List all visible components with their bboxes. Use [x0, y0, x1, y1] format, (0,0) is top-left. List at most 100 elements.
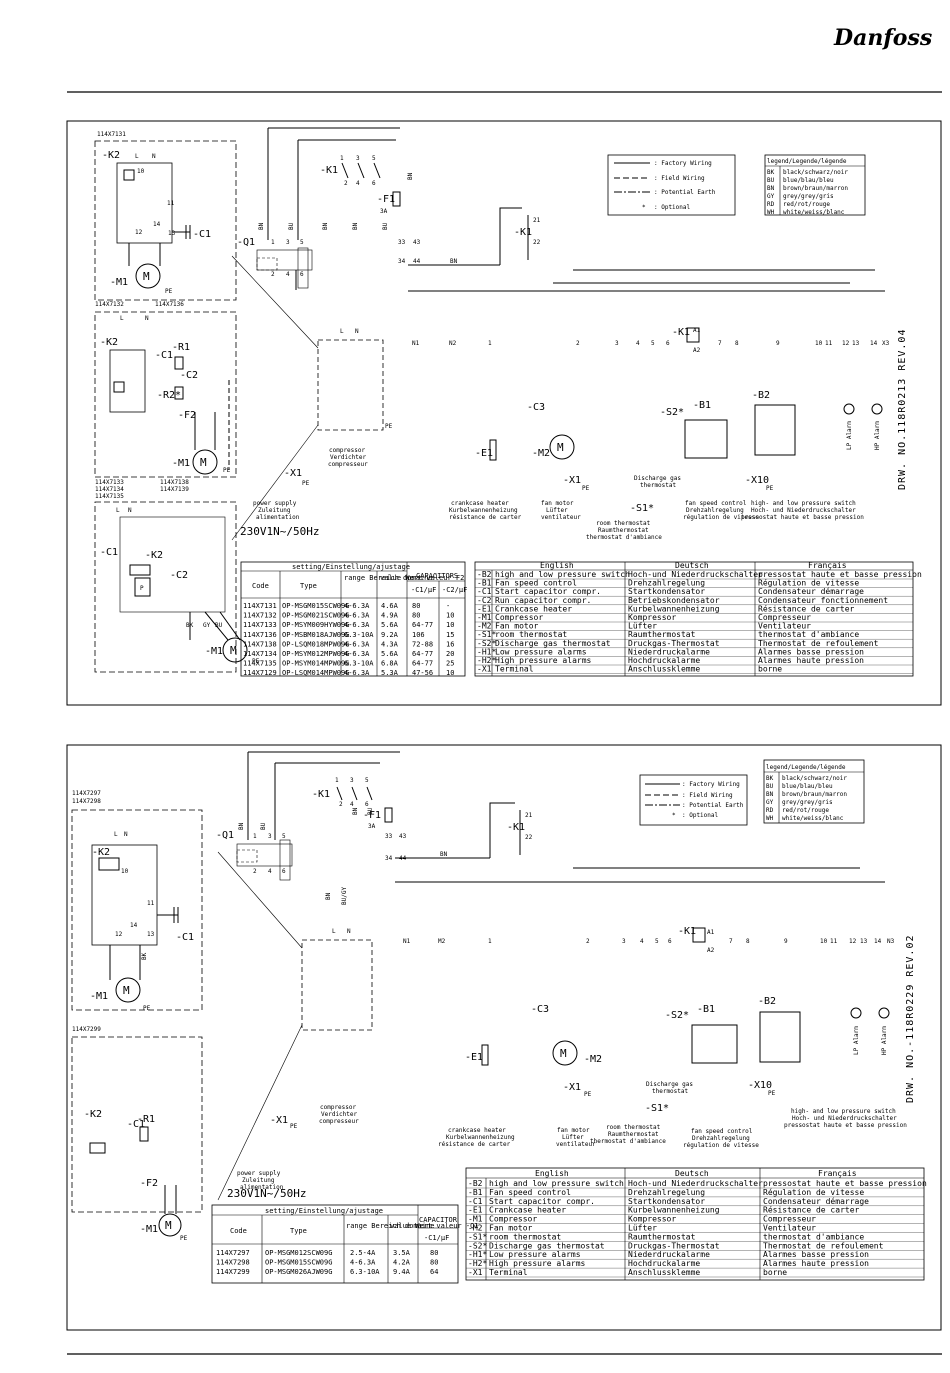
component-cell: -C1	[477, 587, 492, 596]
svg-text:-F2: -F2	[140, 1178, 158, 1189]
component-cell: Crankcase heater	[495, 604, 572, 613]
svg-text:grey/grey/gris: grey/grey/gris	[782, 799, 833, 806]
svg-text:4: 4	[350, 801, 354, 808]
setting-cell: 4-6.3A	[350, 1259, 376, 1267]
component-cell: Druckgas-Thermostat	[628, 1241, 720, 1250]
component-cell: high and low pressure switch	[495, 570, 630, 579]
component-cell: -H2*	[477, 656, 496, 665]
svg-text:fan speed control: fan speed control	[691, 1128, 753, 1135]
svg-text:BU: BU	[215, 622, 223, 629]
svg-text:-M2: -M2	[584, 1054, 602, 1065]
svg-text:4: 4	[636, 340, 640, 347]
component-cell: -H1*	[468, 1250, 487, 1259]
component-cell: -M1	[477, 613, 492, 622]
setting-cell: 4.2A	[393, 1259, 411, 1267]
svg-text:-K2: -K2	[92, 847, 110, 858]
svg-text:PE: PE	[302, 480, 310, 487]
svg-text:7: 7	[718, 340, 722, 347]
svg-text:RD: RD	[766, 807, 774, 814]
svg-text:2: 2	[253, 868, 257, 875]
setting-cell: 5.6A	[381, 650, 399, 658]
svg-text:room thermostat: room thermostat	[606, 1124, 661, 1131]
svg-text:1: 1	[335, 777, 339, 784]
svg-text:21: 21	[525, 812, 533, 819]
svg-text:-X1: -X1	[563, 1082, 581, 1093]
svg-text:-X10: -X10	[745, 475, 769, 486]
svg-text:thermostat: thermostat	[652, 1088, 689, 1095]
setting-cell: 4-6.3A	[344, 669, 370, 677]
component-cell: Start capacitor compr.	[495, 587, 601, 596]
setting-cell: 15	[446, 631, 454, 639]
svg-text:Discharge gas: Discharge gas	[646, 1081, 693, 1088]
svg-text:PE: PE	[584, 1091, 592, 1098]
svg-text:Type: Type	[290, 1227, 307, 1235]
svg-text:4: 4	[640, 938, 644, 945]
component-cell: -E1	[468, 1206, 483, 1215]
svg-text:6: 6	[668, 938, 672, 945]
svg-text:Kurbelwannenheizung: Kurbelwannenheizung	[446, 1134, 515, 1141]
svg-text:3: 3	[350, 777, 354, 784]
color-text: grey/grey/gris	[783, 193, 834, 200]
svg-text:Verdichter: Verdichter	[321, 1111, 358, 1118]
svg-text:-S2*: -S2*	[665, 1010, 689, 1021]
setting-cell: 106	[412, 631, 425, 639]
svg-text:11: 11	[147, 900, 155, 907]
svg-text:3: 3	[615, 340, 619, 347]
component-cell: Alarmes haute pression	[758, 656, 864, 665]
svg-text:13: 13	[168, 230, 176, 237]
svg-text:11: 11	[825, 340, 833, 347]
svg-text:A1: A1	[693, 327, 701, 334]
component-cell: -S2*	[477, 639, 496, 648]
svg-text:-M1: -M1	[140, 1224, 158, 1235]
setting-cell: 4-6.3A	[344, 621, 370, 629]
setting-cell: 10	[446, 669, 454, 677]
component-cell: Discharge gas thermostat	[495, 639, 611, 648]
svg-text:Français: Français	[818, 1169, 857, 1178]
svg-text:6: 6	[365, 801, 369, 808]
svg-text:BN: BN	[325, 892, 332, 900]
svg-text:: Factory Wiring: : Factory Wiring	[682, 781, 740, 788]
svg-text:-S1*: -S1*	[645, 1103, 669, 1114]
setting-cell: 10	[446, 612, 454, 620]
svg-text:1: 1	[488, 340, 492, 347]
svg-text:230V1N~/50Hz: 230V1N~/50Hz	[227, 1187, 306, 1200]
svg-text:BK: BK	[141, 952, 148, 960]
setting-cell: 114X7129	[243, 669, 277, 677]
svg-text:14: 14	[130, 922, 138, 929]
svg-text:-X10: -X10	[748, 1080, 772, 1091]
component-cell: Hoch-und Niederdruckschalter	[628, 1179, 763, 1188]
svg-text:BU/GY: BU/GY	[341, 887, 348, 905]
component-cell: Run capacitor compr.	[495, 596, 591, 605]
svg-text:-F1: -F1	[363, 810, 381, 821]
setting-cell: 4.6A	[381, 602, 399, 610]
svg-text:-S2*: -S2*	[660, 407, 684, 418]
component-cell: Thermostat de refoulement	[758, 639, 879, 648]
component-cell: Compresseur	[763, 1215, 816, 1224]
component-cell: Low pressure alarms	[489, 1250, 581, 1259]
svg-text:10: 10	[121, 868, 129, 875]
k1-label: -K1	[320, 165, 338, 176]
svg-text:Zuleitung: Zuleitung	[258, 507, 291, 514]
color-legend-title: legend/Legende/légende	[767, 158, 847, 165]
component-cell: borne	[758, 665, 782, 674]
svg-text:PE: PE	[385, 423, 393, 430]
component-cell: -B2	[468, 1179, 483, 1188]
supply-voltage: 230V1N~/50Hz	[240, 525, 319, 538]
legend-earth: : Potential Earth	[654, 189, 716, 196]
svg-text:GY: GY	[766, 799, 774, 806]
svg-text:11: 11	[167, 200, 175, 207]
setting-cell: 6.3-10A	[344, 660, 374, 668]
svg-text:CAPACITORS: CAPACITORS	[416, 572, 458, 580]
component-cell: Résistance de carter	[763, 1205, 860, 1215]
compressor-1: L N PE compressor Verdichter compresseur…	[231, 255, 393, 541]
component-cell: Ventilateur	[763, 1224, 816, 1233]
svg-text:alimentation: alimentation	[240, 1184, 284, 1191]
color-code: BN	[767, 185, 775, 192]
svg-text:114X7299: 114X7299	[72, 1026, 101, 1033]
svg-text:BN: BN	[450, 258, 458, 265]
svg-text:6: 6	[666, 340, 670, 347]
svg-text:PE: PE	[766, 485, 774, 492]
model-box-7299: 114X7299 -K2 -R1 -C1 -F2 M -M1 PE	[71, 1026, 203, 1242]
svg-text:value Wert valeur F2: value Wert valeur F2	[380, 574, 464, 582]
